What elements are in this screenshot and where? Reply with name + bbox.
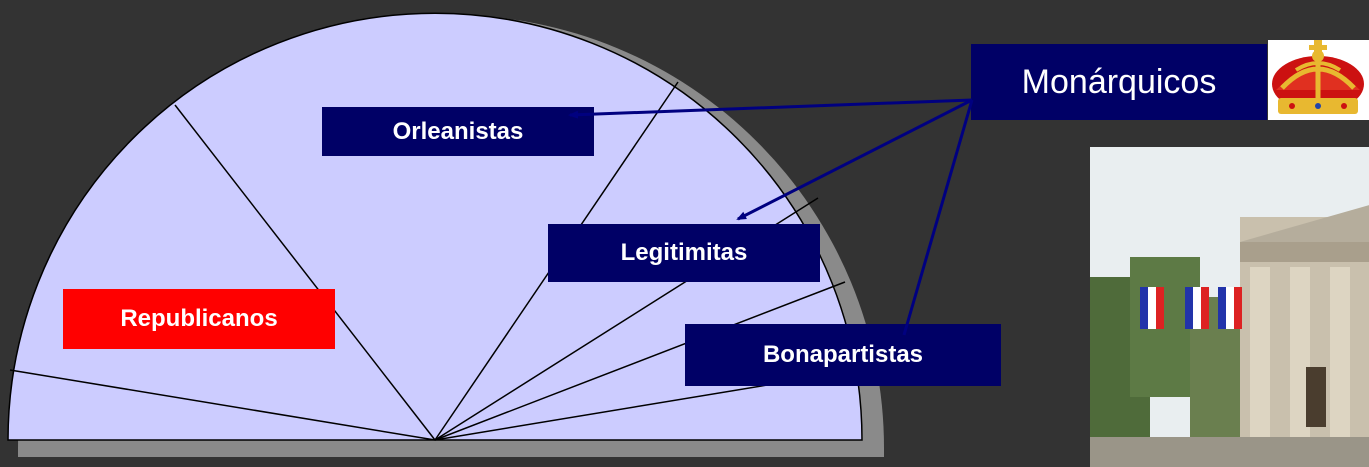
monarquicos-box bbox=[971, 44, 1267, 120]
divider-line bbox=[9, 369, 436, 441]
crown-icon bbox=[1268, 40, 1369, 120]
arrow-to-orleanistas bbox=[568, 98, 973, 119]
divider-line bbox=[434, 281, 846, 441]
parliament-building-photo bbox=[1090, 147, 1369, 467]
monarquicos-label: Monárquicos bbox=[1021, 62, 1217, 101]
party-label-bonapartistas: Bonapartistas bbox=[762, 341, 924, 368]
arrow-to-bonapartistas bbox=[902, 99, 974, 336]
arrow-to-legitimitas bbox=[736, 98, 973, 221]
party-label-republicanos: Republicanos bbox=[120, 305, 278, 332]
legitimitas-box bbox=[548, 224, 820, 282]
divider-line bbox=[174, 104, 436, 441]
hemicycle-diagram bbox=[7, 12, 1267, 457]
party-label-orleanistas: Orleanistas bbox=[392, 117, 524, 145]
bonapartistas-box bbox=[685, 324, 1001, 386]
party-label-legitimitas: Legitimitas bbox=[620, 239, 748, 266]
orleanistas-box bbox=[322, 107, 594, 156]
republicanos-box bbox=[63, 289, 335, 349]
